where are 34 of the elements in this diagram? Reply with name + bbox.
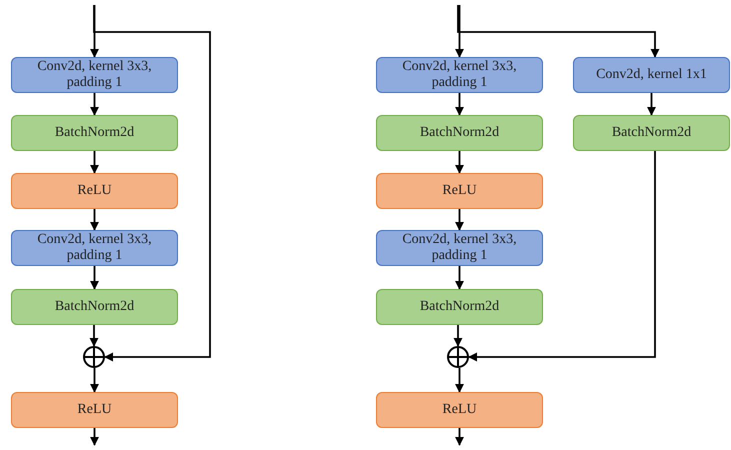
arrow xyxy=(455,93,464,116)
batchnorm-box: BatchNorm2d xyxy=(11,115,178,151)
arrow xyxy=(455,266,464,290)
relu-box: ReLU xyxy=(11,392,178,428)
arrow xyxy=(90,151,99,174)
conv-layer-box: Conv2d, kernel 3x3, padding 1 xyxy=(11,57,178,93)
batchnorm-box: BatchNorm2d xyxy=(573,115,730,151)
arrow xyxy=(90,209,99,231)
arrow xyxy=(90,93,99,116)
conv-layer-box: Conv2d, kernel 1x1 xyxy=(573,57,730,93)
conv-layer-box: Conv2d, kernel 3x3, padding 1 xyxy=(376,230,543,266)
arrow xyxy=(90,5,99,58)
arrow xyxy=(455,151,464,174)
relu-box: ReLU xyxy=(376,392,543,428)
conv-layer-box: Conv2d, kernel 3x3, padding 1 xyxy=(376,57,543,93)
relu-box: ReLU xyxy=(376,173,543,209)
arrow xyxy=(90,368,99,393)
arrow xyxy=(90,266,99,290)
conv-layer-box: Conv2d, kernel 3x3, padding 1 xyxy=(11,230,178,266)
arrow xyxy=(455,368,464,393)
arrow xyxy=(455,5,464,58)
arrow xyxy=(647,93,656,116)
batchnorm-box: BatchNorm2d xyxy=(376,115,543,151)
arrow xyxy=(455,209,464,231)
arrow xyxy=(457,5,660,58)
arrow xyxy=(454,325,462,347)
batchnorm-box: BatchNorm2d xyxy=(11,289,178,325)
arrow xyxy=(93,5,211,362)
arrow xyxy=(90,428,99,446)
relu-box: ReLU xyxy=(11,173,178,209)
arrow xyxy=(90,325,98,347)
arrow xyxy=(455,428,464,446)
arrow xyxy=(468,151,656,362)
batchnorm-box: BatchNorm2d xyxy=(376,289,543,325)
